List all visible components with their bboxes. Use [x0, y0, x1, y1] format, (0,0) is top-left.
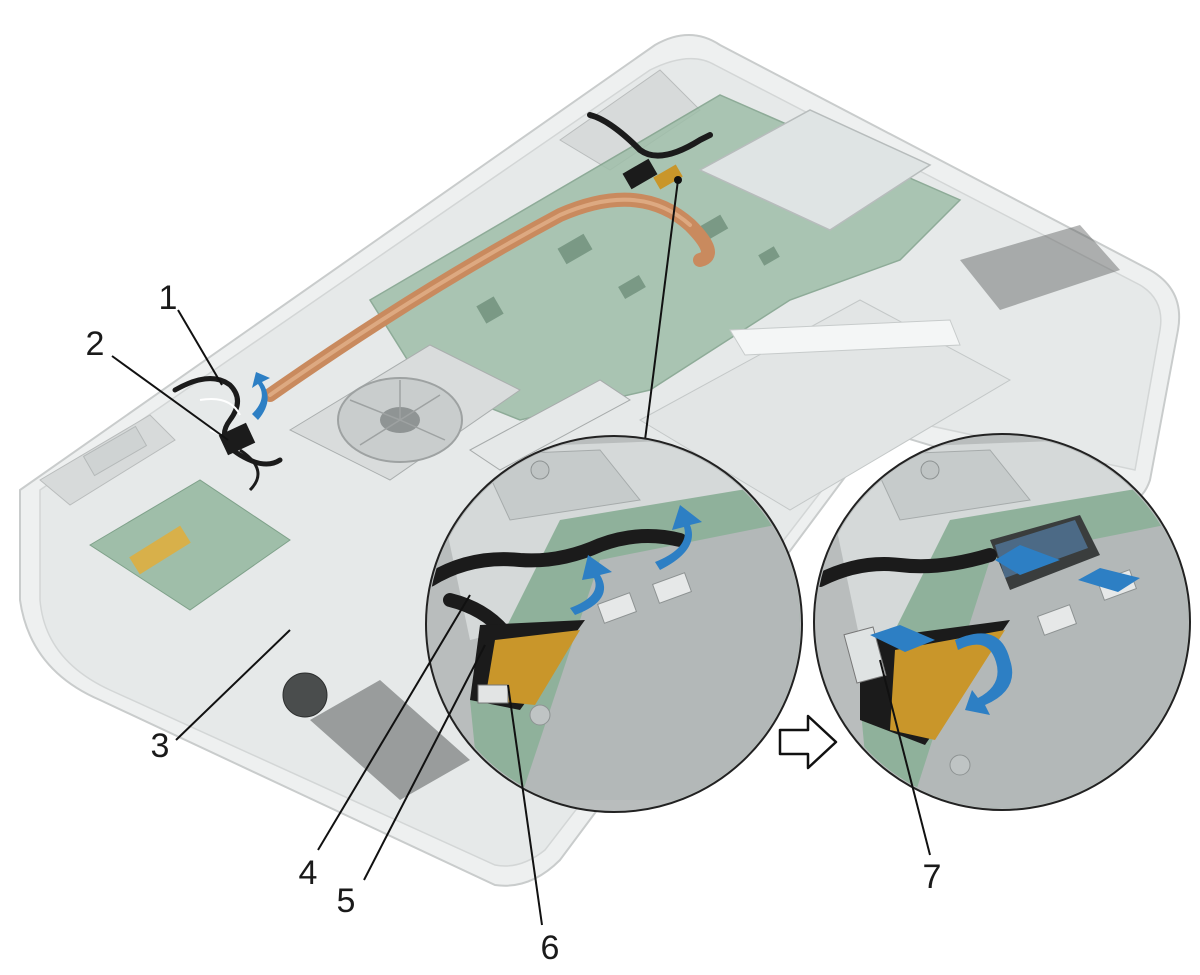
rotate-arrow-icon — [252, 372, 270, 420]
flex-cable — [729, 319, 961, 356]
speaker — [310, 680, 470, 800]
detail-leader — [644, 179, 679, 441]
coin-cell — [282, 672, 328, 718]
board-components — [476, 214, 780, 324]
callout-4: 4 — [299, 854, 318, 892]
callout-2: 2 — [86, 325, 105, 363]
display-cable-top — [587, 112, 713, 190]
card-reader — [129, 525, 191, 575]
double-arrow-icon — [870, 625, 935, 652]
double-arrow-icon — [995, 545, 1060, 575]
antenna-tape — [218, 422, 256, 456]
rotate-arrow-icon — [570, 555, 612, 615]
right-speaker — [960, 225, 1120, 310]
detail-circle-step1 — [425, 435, 803, 813]
left-hinge — [39, 414, 176, 506]
rotate-arrow-icon — [655, 505, 702, 570]
double-arrow-icon — [1078, 568, 1140, 592]
ssd-module — [698, 109, 932, 231]
next-step-arrow-icon — [778, 714, 838, 770]
rotate-arrow-icon — [955, 633, 1013, 715]
callout-leaders — [111, 309, 931, 926]
antenna-cables — [172, 372, 283, 492]
callout-3: 3 — [151, 727, 170, 765]
io-board — [89, 479, 291, 611]
detail-circle-step2 — [813, 433, 1191, 811]
callout-1: 1 — [159, 279, 178, 317]
cooling-fan — [288, 344, 521, 481]
m2-card — [469, 379, 631, 471]
callout-7: 7 — [923, 858, 942, 896]
callout-numbers: 1 2 3 4 5 6 7 — [86, 279, 942, 967]
callout-5: 5 — [337, 882, 356, 920]
callout-6: 6 — [541, 929, 560, 967]
